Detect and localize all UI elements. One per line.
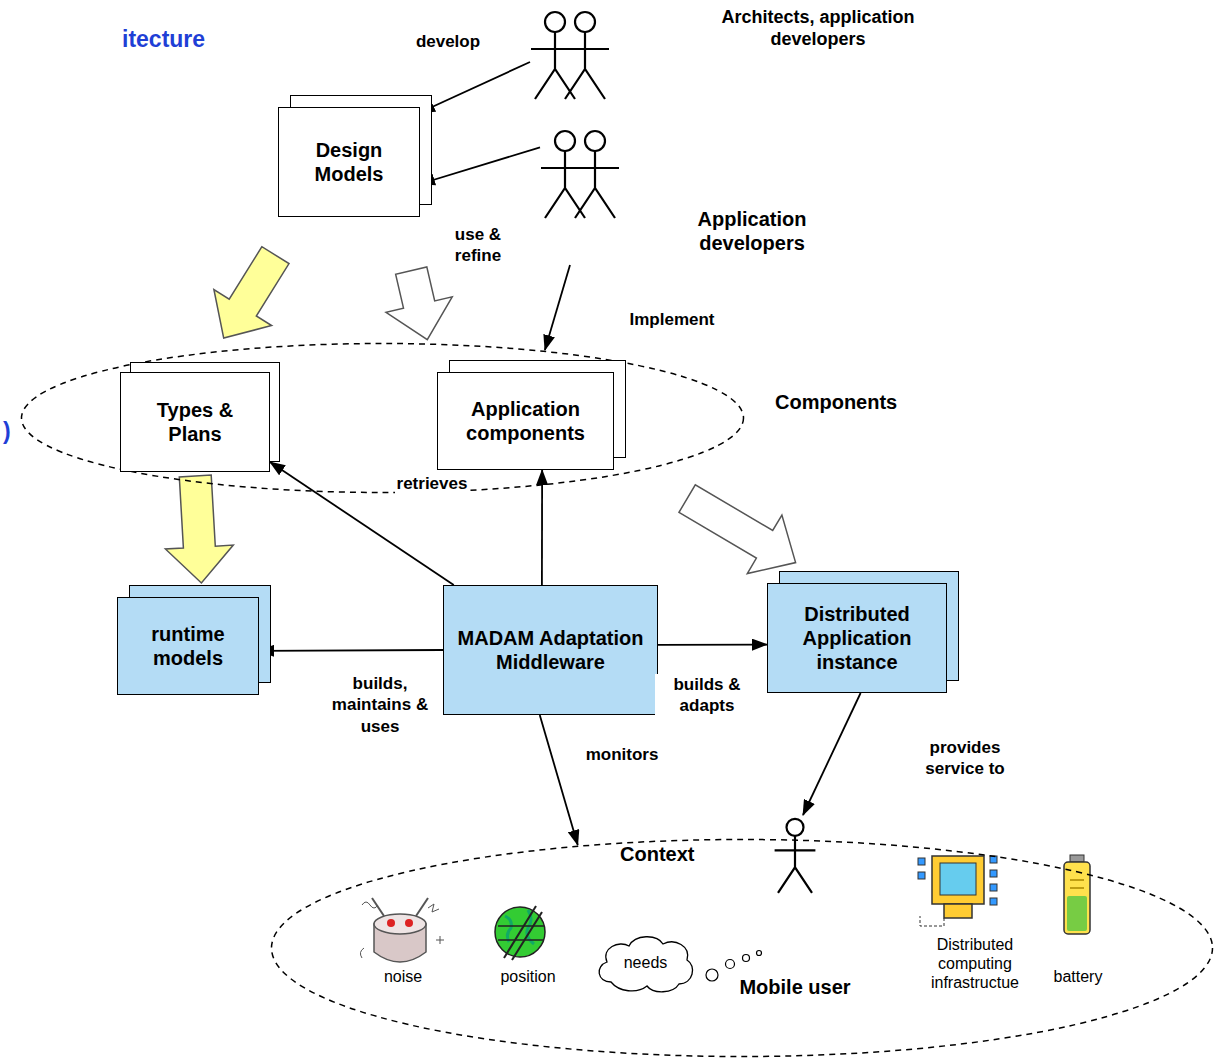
figure-body <box>775 836 816 893</box>
component-box: Application components <box>437 372 614 470</box>
arrow-connector <box>420 147 540 184</box>
node-text: Design Models <box>287 138 411 186</box>
node-text: Context <box>620 842 694 866</box>
page-face: Distributed Application instance <box>767 583 947 693</box>
figure-head <box>545 12 565 32</box>
stick-figure <box>561 12 609 99</box>
middleware-box: MADAM Adaptation Middleware <box>443 585 658 715</box>
page-face: Types & Plans <box>120 372 270 472</box>
region-outline <box>22 344 744 493</box>
globe-icon <box>495 906 545 960</box>
design-models-box: Design Models <box>278 107 420 217</box>
icon-caption: position <box>483 967 573 986</box>
bracket-fragment: ) <box>3 418 23 446</box>
edge-label: use & refine <box>441 224 515 267</box>
region-outline <box>272 840 1213 1057</box>
edge-label: builds & adapts <box>655 674 759 717</box>
node-text: runtime models <box>126 622 250 670</box>
components-region: ComponentsTypes & PlansApplication compo… <box>20 342 745 494</box>
actor-group: Architects, application developers <box>530 5 950 105</box>
node-text: Distributed Application instance <box>776 602 938 674</box>
node-text: Components <box>775 390 897 414</box>
context-region: Context needsMobile user <box>270 838 1214 1058</box>
stick-figure <box>531 12 579 99</box>
figure-body <box>561 32 609 99</box>
arrow-connector <box>259 649 443 652</box>
node-text: Application developers <box>657 207 847 255</box>
node-text: needs <box>593 953 698 972</box>
node-text: Application components <box>446 397 605 445</box>
figure-body <box>571 151 619 218</box>
figure-head <box>787 819 804 836</box>
stick-figure <box>571 131 619 218</box>
stick-figure <box>775 819 816 893</box>
types-plans-box: Types & Plans <box>120 372 270 472</box>
block-arrow <box>679 485 796 574</box>
figure-head <box>575 12 595 32</box>
arrow-connector <box>420 62 530 113</box>
block-arrow <box>165 475 233 583</box>
needs-cloud: needs <box>593 932 698 994</box>
icon-caption: battery <box>1038 967 1118 986</box>
slide-title-fragment: itecture <box>122 26 282 54</box>
edge-label: builds, maintains & uses <box>326 673 435 737</box>
edge-label: develop <box>414 31 482 52</box>
arrow-connector <box>541 470 543 585</box>
page-face: runtime models <box>117 597 259 695</box>
page-face: MADAM Adaptation Middleware <box>443 585 658 715</box>
edge-label: retrieves <box>395 473 470 494</box>
arrow-connector <box>658 644 767 646</box>
block-arrow <box>214 247 289 338</box>
edge-label: provides service to <box>908 737 1022 780</box>
edge-label: Implement <box>627 309 716 330</box>
page-face: Design Models <box>278 107 420 217</box>
arrow-connector <box>803 693 861 815</box>
computer-icon <box>918 856 997 926</box>
stick-figure <box>541 131 589 218</box>
dashed-ellipse <box>270 838 1214 1058</box>
arrow-connector <box>545 265 570 350</box>
arrow-connector <box>540 715 578 845</box>
application-instance-box: Distributed Application instance <box>767 583 947 693</box>
actor-group: Application developers <box>540 125 840 265</box>
runtime-models-box: runtime models <box>117 597 259 695</box>
drum-icon <box>360 898 444 962</box>
icon-caption: Distributed computing infrastructue <box>918 935 1032 993</box>
page-face: Application components <box>437 372 614 470</box>
battery-icon <box>1064 855 1090 934</box>
node-text: Architects, application developers <box>698 7 938 50</box>
node-text: MADAM Adaptation Middleware <box>452 626 649 674</box>
figure-head <box>555 131 575 151</box>
icon-caption: noise <box>363 967 443 986</box>
mobile-user: Mobile user <box>715 815 875 1005</box>
figure-head <box>585 131 605 151</box>
edge-label: monitors <box>584 744 661 765</box>
node-text: Types & Plans <box>129 398 261 446</box>
node-text: Mobile user <box>715 975 875 999</box>
block-arrow <box>386 267 452 340</box>
